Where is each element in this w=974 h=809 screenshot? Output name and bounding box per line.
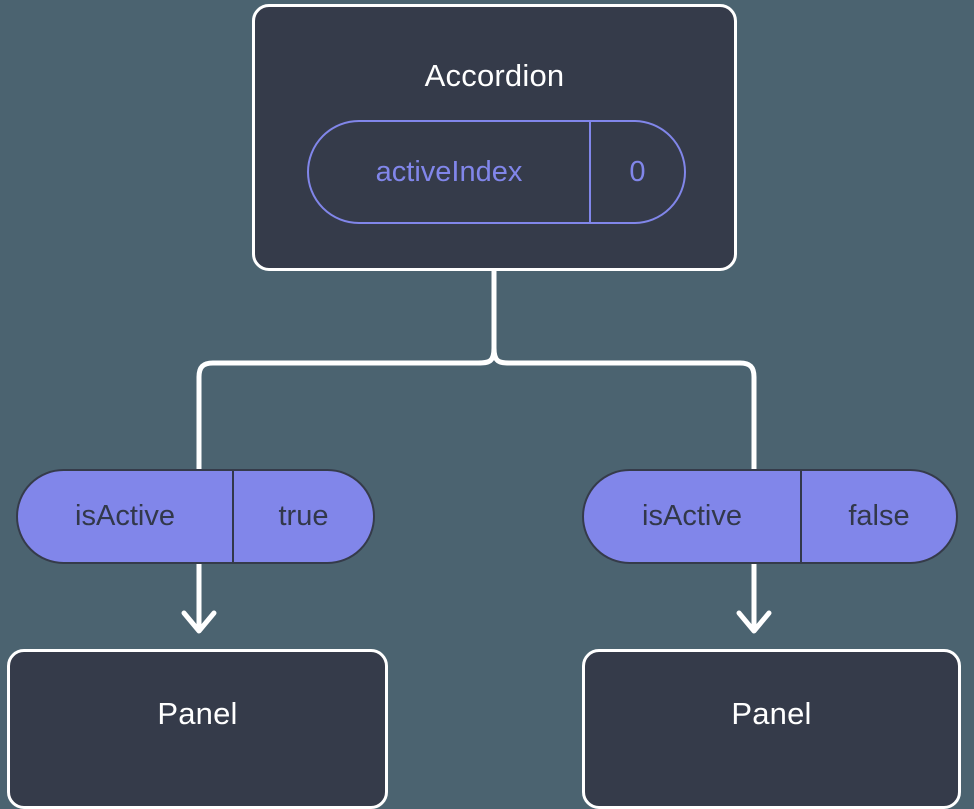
prop-badge-activeindex-value: 0 xyxy=(629,155,646,188)
arrow-left-head xyxy=(181,610,217,634)
prop-badge-isactive-left-key: isActive xyxy=(18,471,234,562)
prop-badge-activeindex[interactable]: activeIndex 0 xyxy=(307,120,686,224)
prop-badge-activeindex-key: activeIndex xyxy=(309,122,591,222)
node-panel-right[interactable]: Panel xyxy=(582,649,961,809)
prop-badge-isactive-left[interactable]: isActive true xyxy=(16,469,375,564)
node-accordion-title: Accordion xyxy=(424,58,565,93)
node-accordion[interactable]: Accordion activeIndex 0 xyxy=(252,4,737,271)
prop-badge-isactive-right-key: isActive xyxy=(584,471,802,562)
connector-fork-left-arm xyxy=(196,345,497,473)
prop-badge-isactive-left-value: true xyxy=(278,500,329,532)
node-panel-right-title: Panel xyxy=(731,696,812,731)
prop-badge-isactive-right-value: false xyxy=(848,500,910,532)
prop-badge-isactive-right[interactable]: isActive false xyxy=(582,469,958,564)
diagram-canvas: Accordion activeIndex 0 isActive true is… xyxy=(7,4,961,809)
node-panel-left-title: Panel xyxy=(157,696,238,731)
arrow-right-head xyxy=(736,610,772,634)
node-panel-left[interactable]: Panel xyxy=(7,649,388,809)
connector-fork-right-arm xyxy=(491,345,757,473)
